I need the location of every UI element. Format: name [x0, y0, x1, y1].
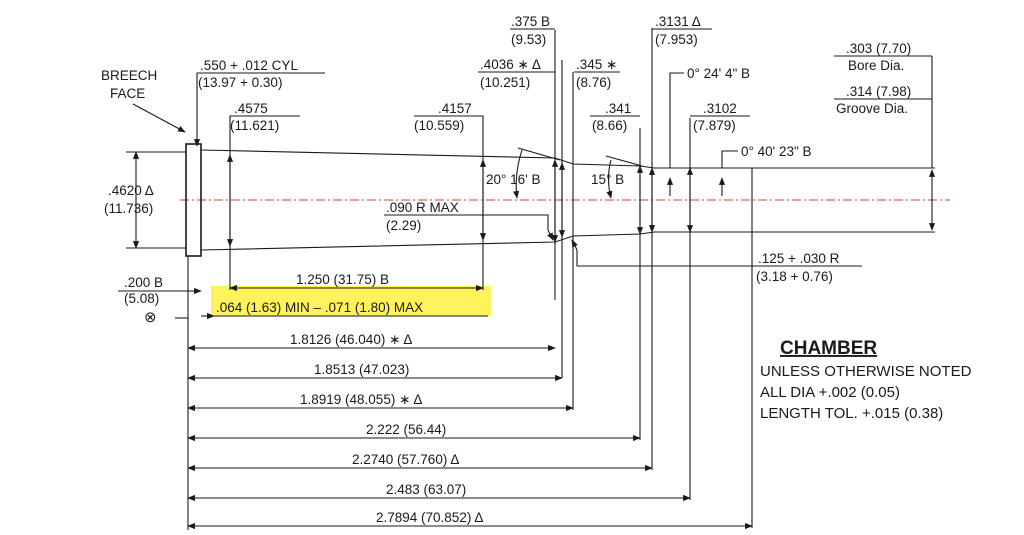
dim-2483-label: 2.483 (63.07) [386, 482, 466, 497]
length-dimensions: 1.8126 (46.040) ∗ Δ 1.8513 (47.023) 1.89… [187, 332, 753, 530]
dim-064-label: .064 (1.63) MIN – .071 (1.80) MAX [216, 300, 423, 315]
chamber-outline [175, 28, 935, 530]
radius-090-label-metric: (2.29) [386, 218, 421, 233]
radius-090-label: .090 R MAX [386, 200, 459, 215]
dia-345-label-metric: (8.76) [576, 75, 611, 90]
dia-4575-label-metric: (11.621) [230, 118, 279, 133]
dia-4575-label: .4575 [234, 101, 268, 116]
note-line-1: UNLESS OTHERWISE NOTED [760, 363, 972, 380]
note-line-2: ALL DIA +.002 (0.05) [760, 384, 900, 401]
angle-15-label: 15° B [591, 172, 624, 187]
dia-375-label: .375 B [511, 14, 550, 29]
angle-24-label: 0° 24' 4" B [687, 66, 750, 81]
dia-3102-label: .3102 [703, 101, 737, 116]
dia-341-label-metric: (8.66) [592, 118, 627, 133]
datum-symbol-icon: ⊗ [144, 309, 157, 326]
radius-125-label-metric: (3.18 + 0.76) [756, 269, 833, 284]
bore-dia-value: .303 (7.70) [846, 41, 911, 56]
dia-4036-label-metric: (10.251) [480, 75, 530, 90]
dia-4157-label: .4157 [438, 101, 472, 116]
dim-27894-label: 2.7894 (70.852) Δ [376, 510, 483, 525]
dia-4036-label: .4036 ∗ Δ [480, 57, 541, 72]
dim-200-label: .200 B [124, 275, 163, 290]
angle-20-label: 20° 16' B [486, 172, 541, 187]
dia-375-label-metric: (9.53) [511, 32, 546, 47]
groove-dia-label: Groove Dia. [836, 101, 908, 116]
dia-4157-label-metric: (10.559) [414, 118, 464, 133]
dim-18919-label: 1.8919 (48.055) ∗ Δ [300, 392, 422, 407]
dim-200-label-metric: (5.08) [124, 291, 159, 306]
breech-face-label-2: FACE [110, 86, 145, 101]
dia-3131-label-metric: (7.953) [655, 32, 698, 47]
dim-22740-label: 2.2740 (57.760) Δ [352, 452, 459, 467]
breech-face-label: BREECH [101, 68, 157, 83]
dim-18126-label: 1.8126 (46.040) ∗ Δ [290, 332, 412, 347]
dia-345-label: .345 ∗ [576, 57, 617, 72]
chamber-title: CHAMBER [780, 338, 877, 359]
dim-18513-label: 1.8513 (47.023) [314, 362, 409, 377]
cyl-diameter-label: .550 + .012 CYL [200, 58, 298, 73]
dim-2222-label: 2.222 (56.44) [366, 422, 446, 437]
radius-125-label: .125 + .030 R [758, 251, 840, 266]
dia-3131-label: .3131 Δ [655, 14, 701, 29]
dim-4620-label-metric: (11.736) [104, 201, 153, 216]
dim-4620-label: .4620 Δ [108, 183, 154, 198]
bore-dia-label: Bore Dia. [848, 58, 904, 73]
groove-dia-value: .314 (7.98) [846, 84, 911, 99]
note-line-3: LENGTH TOL. +.015 (0.38) [760, 405, 943, 422]
dia-341-label: .341 [605, 101, 631, 116]
cyl-diameter-label-metric: (13.97 + 0.30) [198, 75, 282, 90]
dim-1250-label: 1.250 (31.75) B [296, 272, 389, 287]
angle-40-label: 0° 40' 23" B [741, 144, 812, 159]
dia-3102-label-metric: (7.879) [693, 118, 736, 133]
